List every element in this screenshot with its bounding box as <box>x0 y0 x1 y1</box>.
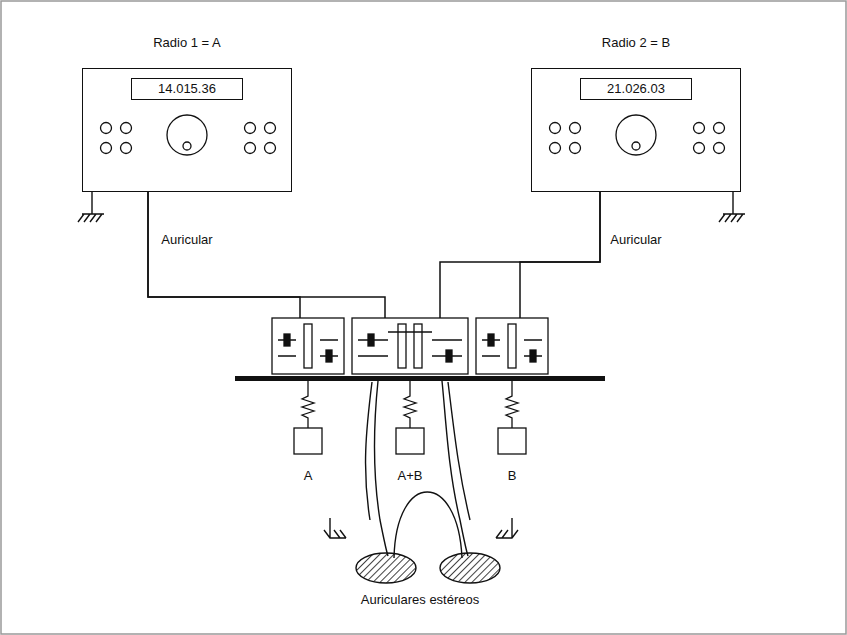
radio-box: Radio 2 = BAuricular21.026.03 <box>531 68 741 192</box>
stereo-headphones <box>324 381 518 583</box>
button-label: A <box>304 468 313 484</box>
audio-wire <box>148 192 300 318</box>
frequency-display: 14.015.36 <box>131 78 243 100</box>
switch-button: B <box>476 318 548 486</box>
connector-label: Auricular <box>532 232 740 248</box>
frequency-readout: 21.026.03 <box>607 81 665 97</box>
audio-wire <box>148 192 385 318</box>
headphones-label: Auriculares estéreos <box>300 592 540 607</box>
audio-wire <box>440 192 600 318</box>
ground-symbol <box>78 192 745 222</box>
frequency-display: 21.026.03 <box>580 78 692 100</box>
radio-title: Radio 1 = A <box>63 35 311 51</box>
switch-bank <box>272 318 548 374</box>
radio-title: Radio 2 = B <box>512 35 760 51</box>
frequency-readout: 14.015.36 <box>158 81 216 97</box>
audio-wire <box>520 192 600 318</box>
connector-label: Auricular <box>83 232 291 248</box>
mounting-bar <box>235 376 605 381</box>
push-button <box>294 381 526 454</box>
radio-controls <box>101 115 725 155</box>
button-label: B <box>508 468 517 484</box>
button-label: A+B <box>398 468 423 484</box>
radio-box: Radio 1 = AAuricular14.015.36 <box>82 68 292 192</box>
switch-button: A+B <box>352 318 468 486</box>
switch-button: A <box>272 318 344 486</box>
